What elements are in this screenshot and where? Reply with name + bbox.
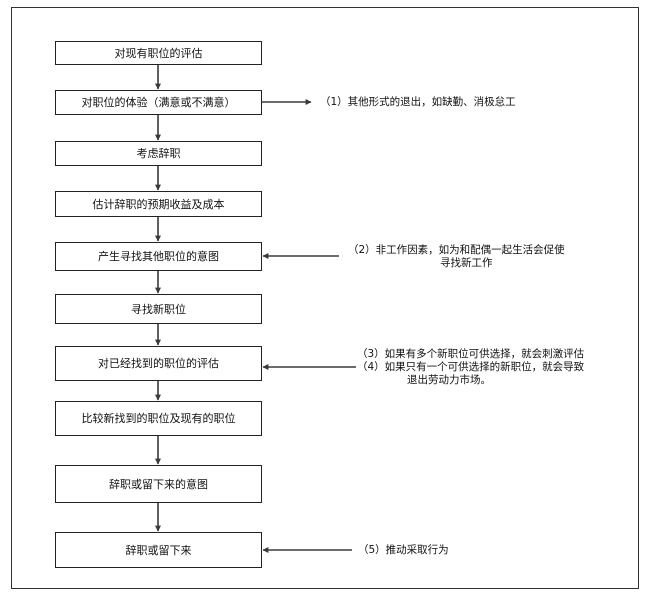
step-evaluate-found-jobs: 对已经找到的职位的评估 bbox=[55, 346, 262, 381]
note-line: （5）推动采取行为 bbox=[358, 544, 449, 556]
note-other-exit-forms: （1）其他形式的退出，如缺勤、消极怠工 bbox=[320, 96, 516, 109]
step-label: 辞职或留下来 bbox=[125, 543, 192, 557]
note-line: （2）非工作因素，如为和配偶一起生活会促使 bbox=[348, 244, 565, 256]
step-label: 估计辞职的预期收益及成本 bbox=[92, 197, 225, 211]
diagram-frame bbox=[11, 7, 639, 589]
step-consider-quitting: 考虑辞职 bbox=[55, 141, 262, 166]
step-label: 对已经找到的职位的评估 bbox=[98, 357, 219, 370]
note-drive-action: （5）推动采取行为 bbox=[358, 544, 449, 557]
step-label: 比较新找到的职位及现有的职位 bbox=[81, 412, 236, 425]
step-quit-or-stay: 辞职或留下来 bbox=[55, 532, 262, 568]
step-label: 对现有职位的评估 bbox=[114, 46, 203, 60]
step-label: 寻找新职位 bbox=[131, 302, 186, 316]
note-non-work-factors: （2）非工作因素，如为和配偶一起生活会促使 寻找新工作 bbox=[348, 244, 565, 270]
note-line: （3）如果有多个新职位可供选择，就会刺激评估 bbox=[357, 348, 585, 360]
note-line: 退出劳动力市场。 bbox=[407, 374, 491, 386]
step-job-experience: 对职位的体验（满意或不满意） bbox=[55, 90, 262, 115]
step-label: 对职位的体验（满意或不满意） bbox=[81, 96, 236, 109]
step-compare-jobs: 比较新找到的职位及现有的职位 bbox=[55, 401, 262, 436]
step-evaluate-current-job: 对现有职位的评估 bbox=[55, 41, 262, 65]
note-multiple-options: （3）如果有多个新职位可供选择，就会刺激评估 （4）如果只有一个可供选择的新职位… bbox=[357, 348, 584, 387]
step-search-new-job: 寻找新职位 bbox=[55, 294, 262, 324]
step-intention-to-search: 产生寻找其他职位的意图 bbox=[55, 242, 262, 271]
step-estimate-costs-benefits: 估计辞职的预期收益及成本 bbox=[55, 191, 262, 217]
note-line: （1）其他形式的退出，如缺勤、消极怠工 bbox=[320, 96, 516, 108]
note-line: （4）如果只有一个可供选择的新职位，就会导致 bbox=[357, 361, 585, 373]
step-intention-quit-or-stay: 辞职或留下来的意图 bbox=[55, 465, 262, 503]
note-line: 寻找新工作 bbox=[440, 257, 493, 269]
step-label: 辞职或留下来的意图 bbox=[109, 477, 208, 491]
step-label: 考虑辞职 bbox=[136, 147, 181, 160]
step-label: 产生寻找其他职位的意图 bbox=[98, 250, 219, 263]
